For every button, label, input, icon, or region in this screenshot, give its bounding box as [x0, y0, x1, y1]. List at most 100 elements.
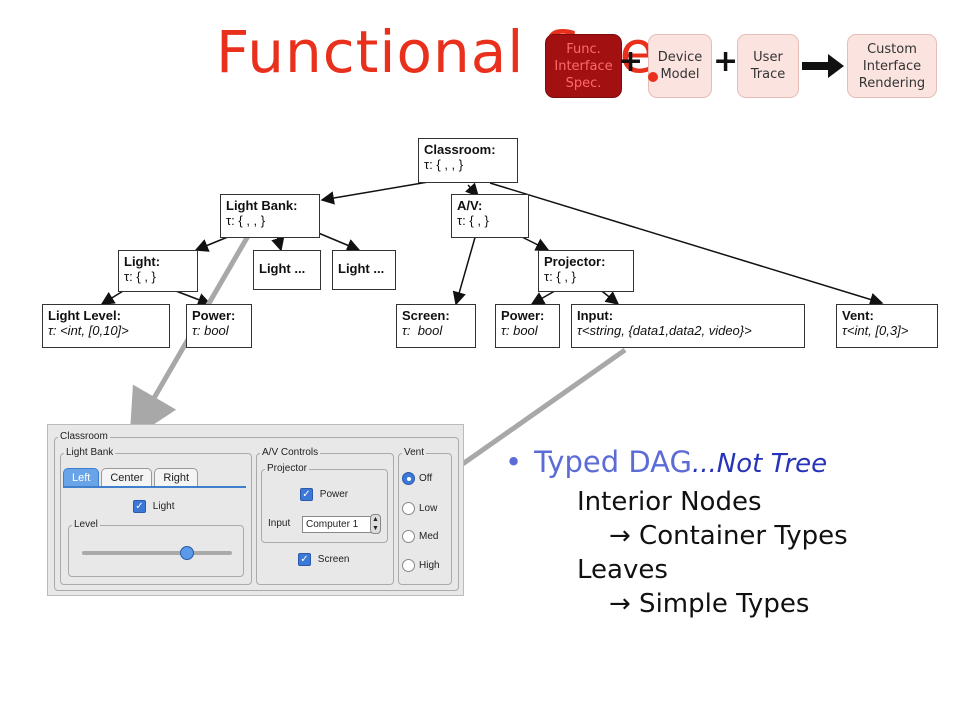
vent-option-med[interactable]: Med	[402, 530, 438, 543]
edge-classroom-vent	[489, 182, 884, 306]
power-checkbox[interactable]: ✓	[300, 488, 313, 501]
node-screen-name: Screen:	[402, 308, 450, 323]
arrow-icon: →	[609, 521, 631, 551]
right-arrow-icon	[802, 54, 844, 78]
node-light-level-type: τ: <int, [0,10]>	[48, 323, 129, 338]
light-checkbox[interactable]: ✓	[133, 500, 146, 513]
radio-icon[interactable]	[402, 502, 415, 515]
node-projector: Projector:τ: { , }	[538, 250, 634, 292]
node-classroom-type: τ: { , , }	[424, 157, 464, 172]
radio-selected-icon[interactable]	[402, 472, 415, 485]
node-projector-type: τ: { , }	[544, 269, 576, 284]
level-slider-track[interactable]	[82, 551, 232, 555]
node-power-name: Power:	[192, 308, 236, 323]
func-interface-spec-box: Func. Interface Spec.	[545, 34, 622, 98]
vent-option-low[interactable]: Low	[402, 502, 437, 515]
edge-lightbank-light3	[315, 231, 361, 252]
node-light-level: Light Level:τ: <int, [0,10]>	[42, 304, 170, 348]
light-checkbox-label: Light	[152, 501, 175, 513]
node-vent: Vent:τ<int, [0,3]>	[836, 304, 938, 348]
node-power-type: τ: bool	[192, 323, 229, 338]
node-power: Power:τ: bool	[186, 304, 252, 348]
node-vent-name: Vent:	[842, 308, 874, 323]
user-trace-box: User Trace	[737, 34, 799, 98]
power-checkbox-row[interactable]: ✓ Power	[300, 488, 348, 501]
vent-group-label: Vent	[402, 447, 427, 458]
radio-icon[interactable]	[402, 530, 415, 543]
input-select[interactable]: Computer 1	[302, 516, 373, 533]
bullet-container-types: → Container Types	[609, 521, 848, 551]
node-light-type: τ: { , }	[124, 269, 156, 284]
screen-checkbox-label: Screen	[317, 554, 350, 566]
bullet-heading: •Typed DAG...Not Tree	[505, 445, 828, 479]
av-controls-group-label: A/V Controls	[260, 447, 321, 458]
screen-checkbox[interactable]: ✓	[298, 553, 311, 566]
vent-option-label: Low	[419, 503, 438, 515]
light-bank-tabs: Left Center Right	[63, 468, 200, 487]
node-light-bank: Light Bank:τ: { , , }	[220, 194, 320, 238]
vent-option-label: High	[419, 560, 440, 572]
device-model-label: Device Model	[657, 50, 703, 82]
level-group	[68, 525, 244, 577]
node-light-more-name: Light ...	[338, 261, 385, 276]
plus-sign: +	[618, 44, 644, 79]
node-input-type: τ<string, {data1,data2, video}>	[577, 323, 752, 338]
tab-right[interactable]: Right	[154, 468, 199, 487]
input-stepper[interactable]: ▲▼	[370, 514, 381, 534]
bullet-list: •Typed DAG...Not Tree Interior Nodes → C…	[505, 445, 848, 619]
level-group-label: Level	[72, 519, 100, 530]
bullet-simple-text: Simple Types	[630, 589, 810, 619]
edge-classroom-lightbank	[320, 179, 441, 205]
node-power-name: Power:	[501, 308, 545, 323]
vent-option-off[interactable]: Off	[402, 472, 432, 485]
light-checkbox-row[interactable]: ✓ Light	[133, 500, 174, 513]
tab-underline	[63, 486, 246, 488]
vent-option-high[interactable]: High	[402, 559, 440, 572]
node-light-bank-type: τ: { , , }	[226, 213, 266, 228]
func-interface-spec-label: Func. Interface Spec.	[554, 41, 613, 91]
custom-interface-rendering-label: Custom Interface Rendering	[858, 41, 926, 91]
node-screen: Screen:τ: bool	[396, 304, 476, 348]
device-model-box: Device Model	[648, 34, 712, 98]
arrow-icon: →	[609, 589, 631, 619]
projector-group	[261, 469, 388, 543]
node-light-more: Light ...	[253, 250, 321, 290]
power-checkbox-label: Power	[319, 489, 349, 501]
bullet-heading-plain: Typed DAG	[534, 445, 692, 479]
classroom-group-label: Classroom	[58, 431, 110, 442]
bullet-heading-italic: ...Not Tree	[691, 449, 828, 479]
light-bank-group	[60, 453, 252, 585]
node-power-type: τ: bool	[501, 323, 538, 338]
node-av-type: τ: { , }	[457, 213, 489, 228]
node-light-level-name: Light Level:	[48, 308, 121, 323]
light-bank-group-label: Light Bank	[64, 447, 116, 458]
node-input-name: Input:	[577, 308, 614, 323]
tab-left[interactable]: Left	[63, 468, 100, 487]
edge-av-screen	[452, 233, 477, 306]
bullet-dot	[648, 72, 658, 82]
node-light-bank-name: Light Bank:	[226, 198, 298, 213]
bullet-container-text: Container Types	[630, 521, 848, 551]
av-controls-group	[256, 453, 394, 585]
screen-checkbox-row[interactable]: ✓ Screen	[298, 553, 349, 566]
input-label: Input	[268, 518, 291, 529]
level-slider-knob[interactable]	[180, 546, 194, 560]
node-input: Input:τ<string, {data1,data2, video}>	[571, 304, 805, 348]
node-classroom-name: Classroom:	[424, 142, 496, 157]
tab-center[interactable]: Center	[101, 468, 153, 487]
node-light-more: Light ...	[332, 250, 396, 290]
node-vent-type: τ<int, [0,3]>	[842, 323, 909, 338]
radio-icon[interactable]	[402, 559, 415, 572]
user-trace-label: User Trace	[750, 50, 786, 82]
node-light: Light:τ: { , }	[118, 250, 198, 292]
node-light-more-name: Light ...	[259, 261, 306, 276]
node-classroom: Classroom:τ: { , , }	[418, 138, 518, 183]
node-screen-type: τ: bool	[402, 323, 443, 338]
node-projector-name: Projector:	[544, 254, 606, 269]
node-av-name: A/V:	[457, 198, 483, 213]
classroom-group	[54, 437, 459, 591]
bullet-interior-nodes: Interior Nodes	[577, 487, 762, 517]
custom-interface-rendering-box: Custom Interface Rendering	[847, 34, 937, 98]
vent-option-label: Off	[419, 473, 433, 485]
plus-sign: +	[713, 44, 739, 79]
